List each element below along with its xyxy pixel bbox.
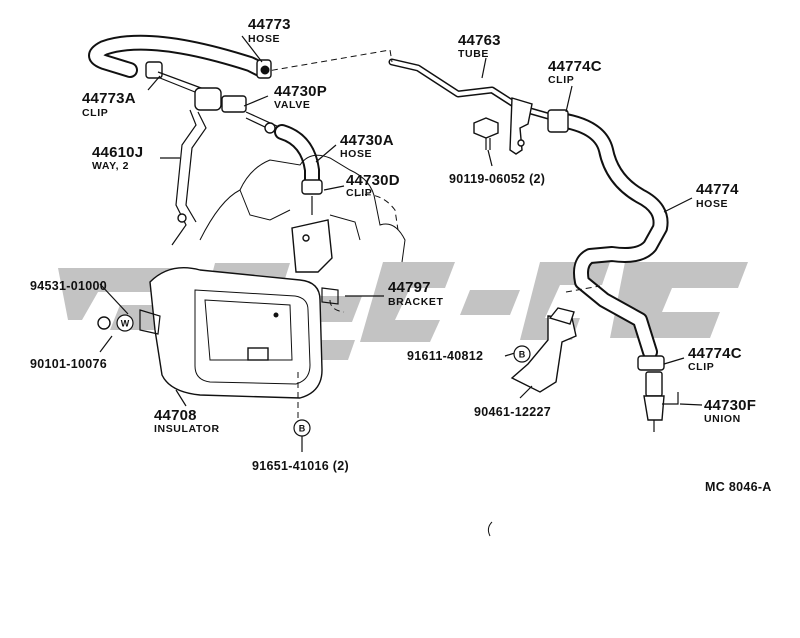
diagram-id: MC 8046-A [705,480,772,494]
part-44797-name: BRACKET [388,296,444,308]
part-44730a-number: 44730A [340,132,394,149]
part-labels: 44773 HOSE 44773A CLIP 44730P VALVE 4461… [30,16,772,494]
badge-b-label: B [519,350,526,360]
part-44610j-number: 44610J [92,144,143,161]
part-44730a-name: HOSE [340,148,372,160]
tube-44763-drawing [388,58,552,155]
reference-lines [261,49,601,418]
way-bracket-44610j-drawing [171,109,207,246]
part-90119-number: 90119-06052 (2) [449,172,545,186]
part-90101-number: 90101-10076 [30,357,107,371]
bolt-90119-drawing [473,117,499,150]
washer-badge: W [97,314,134,332]
part-44763-name: TUBE [458,48,489,60]
part-44774-number: 44774 [696,181,739,198]
part-44773a-name: CLIP [82,107,108,119]
part-44730p-name: VALVE [274,99,310,111]
part-44730f-number: 44730F [704,397,756,414]
part-44797-number: 44797 [388,279,431,296]
badge-w-label: W [121,319,130,329]
part-44730d-number: 44730D [346,172,400,189]
part-44730d-name: CLIP [346,187,372,199]
part-44774-name: HOSE [696,198,728,210]
bolt-badge-91651: B [293,419,311,437]
part-91651-number: 91651-41016 (2) [252,459,349,473]
insulator-44708-drawing [139,267,323,399]
part-44774c-top-number: 44774C [548,58,602,75]
part-44708-number: 44708 [154,407,197,424]
part-44708-name: INSULATOR [154,423,220,435]
part-44773a-number: 44773A [82,90,136,107]
part-44730f-name: UNION [704,413,741,425]
part-44773-number: 44773 [248,16,291,33]
bracket-44797-drawing [291,219,339,305]
engine-outline [199,154,406,263]
part-44774c-bottom-name: CLIP [688,361,714,373]
hose-44730a-drawing [274,124,323,215]
stray-mark [487,521,493,537]
part-91611-number: 91611-40812 [407,349,483,363]
part-44730p-number: 44730P [274,83,327,100]
hose-44774-drawing [547,109,669,371]
part-44763-number: 44763 [458,32,501,49]
leader-lines [99,35,703,452]
valve-44730p-drawing [194,87,291,139]
part-44773-name: HOSE [248,33,280,45]
bolt-badge-91611: B [513,345,531,363]
part-94531-number: 94531-01000 [30,279,107,293]
badge-b-label: B [299,424,306,434]
part-44774c-bottom-number: 44774C [688,345,742,362]
part-44610j-name: WAY, 2 [92,160,129,172]
part-44774c-top-name: CLIP [548,74,574,86]
hose-44773-drawing [88,34,272,99]
bracket-90461-drawing [510,307,577,393]
part-90461-number: 90461-12227 [474,405,551,419]
union-44730f-drawing [643,371,679,432]
